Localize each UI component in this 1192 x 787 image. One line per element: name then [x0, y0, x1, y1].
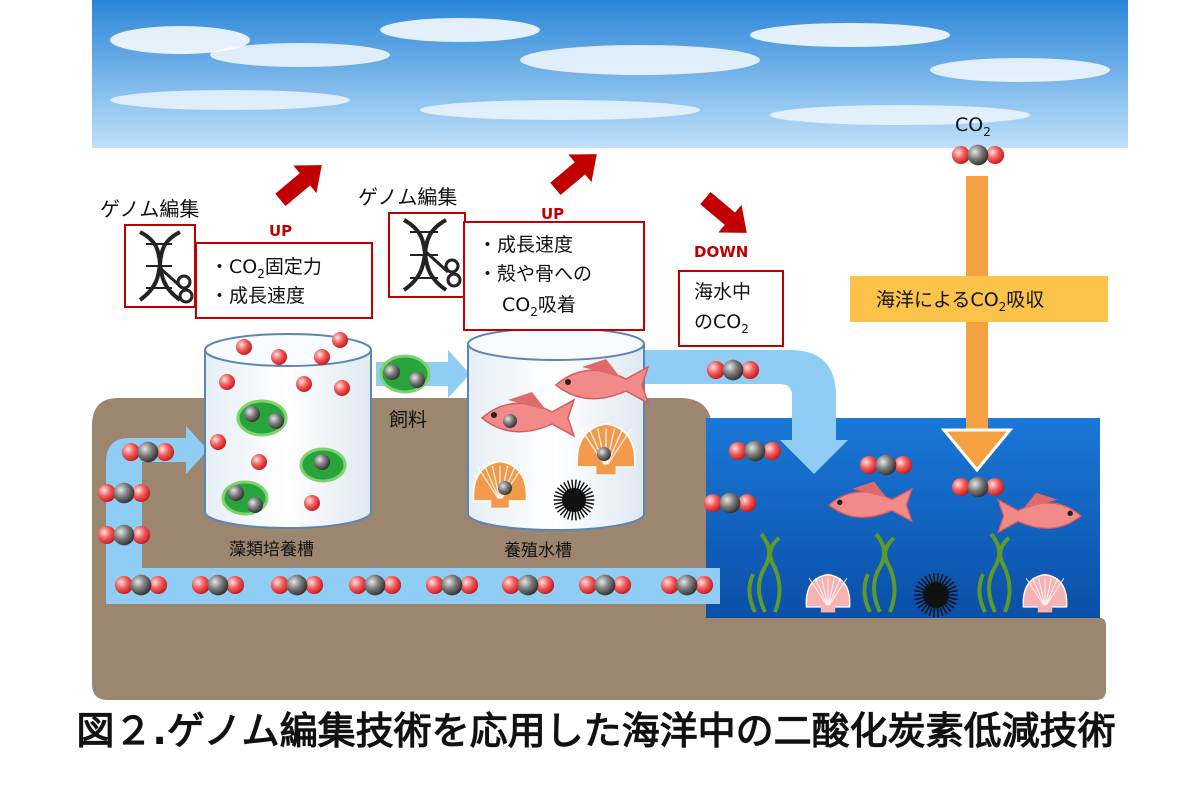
- oxygen-atom-icon: [210, 434, 226, 450]
- up-arrow-icon-algae: [275, 165, 322, 206]
- figure-caption: 図２.ゲノム編集技術を応用した海洋中の二酸化炭素低減技術: [76, 709, 1116, 753]
- co2-molecule-icon: [191, 574, 245, 596]
- scallop-icon: [805, 573, 851, 613]
- aquaculture-genome-label: ゲノム編集: [358, 185, 457, 209]
- sea-bream-icon: [480, 392, 576, 438]
- carbon-atom-icon: [409, 372, 425, 388]
- carbon-atom-icon: [268, 413, 284, 429]
- scallop-icon: [472, 460, 528, 508]
- seawater-line-1: 海水中: [694, 281, 751, 303]
- seaweed-icon: [862, 532, 897, 613]
- marine-life: [472, 359, 1083, 618]
- seawater-co2-box: [678, 270, 784, 347]
- aquaculture-benefit-3: CO2吸着: [502, 294, 576, 319]
- seawater-line-2: のCO2: [694, 311, 749, 336]
- aquaculture-benefit-2: ・殻や骨への: [478, 263, 592, 285]
- carbon-atom-icon: [597, 447, 611, 461]
- algae-benefit-1: ・CO2固定力: [210, 256, 322, 281]
- down-arrow-icon-seawater: [700, 192, 747, 233]
- seaweed-icon: [747, 532, 782, 613]
- co2-molecule-icon: [728, 440, 782, 462]
- oxygen-atom-icon: [332, 332, 348, 348]
- co2-molecule-icon: [578, 574, 632, 596]
- carbon-atom-icon: [228, 485, 244, 501]
- co2-molecule-icon: [425, 574, 479, 596]
- co2-molecule-icon: [706, 359, 760, 381]
- seaweed-icon: [977, 532, 1012, 613]
- algae-benefit-box: [195, 242, 373, 319]
- oxygen-atom-icon: [251, 454, 267, 470]
- algae-up-label: UP: [269, 222, 292, 240]
- co2-molecule-icon: [97, 482, 151, 504]
- aquaculture-tank-label: 養殖水槽: [504, 541, 572, 561]
- co2-molecule-icon: [121, 441, 175, 463]
- oxygen-atom-icon: [304, 495, 320, 511]
- sea-bream-icon: [554, 359, 650, 405]
- carbon-atom-icon: [498, 481, 512, 495]
- up-arrow-icon-aquaculture: [550, 154, 597, 195]
- co2-molecule-icon: [114, 574, 168, 596]
- aquaculture-benefit-box: [463, 221, 645, 331]
- sea-urchin-icon: [553, 479, 595, 521]
- aquaculture-up-label: UP: [541, 205, 564, 223]
- scallop-icon: [576, 422, 636, 475]
- oxygen-atom-icon: [271, 349, 287, 365]
- carbon-atom-icon: [247, 497, 263, 513]
- ocean-absorption-label: 海洋によるCO2吸収: [876, 289, 1044, 314]
- carbon-atom-icon: [314, 454, 330, 470]
- aquaculture-benefit-1: ・成長速度: [478, 234, 573, 256]
- co2-molecule-icon: [859, 454, 913, 476]
- ocean-absorption-label-box: [850, 276, 1108, 322]
- carbon-atom-icon: [384, 364, 400, 380]
- algae-benefit-2: ・成長速度: [210, 285, 305, 307]
- co2-molecule-icon: [501, 574, 555, 596]
- algae-tank: [204, 333, 372, 529]
- co2-molecule-icon: [348, 574, 402, 596]
- feed-label: 飼料: [389, 409, 427, 431]
- sea-bream-icon: [997, 492, 1083, 534]
- co2-molecule-icon: [951, 144, 1005, 166]
- algae-genome-label: ゲノム編集: [100, 197, 199, 221]
- oxygen-atom-icon: [296, 376, 312, 392]
- sky-background: [92, 0, 1128, 148]
- co2-molecule-icon: [951, 476, 1005, 498]
- scallop-icon: [1022, 573, 1068, 613]
- co2-molecule-icon: [660, 574, 714, 596]
- oxygen-atom-icon: [219, 374, 235, 390]
- ocean-co2-label: CO2: [955, 114, 991, 139]
- carbon-atom-icon: [503, 414, 517, 428]
- seawater-down-label: DOWN: [694, 243, 748, 261]
- oxygen-atom-icon: [236, 339, 252, 355]
- dna-scissors-icon-aquaculture: [388, 212, 466, 298]
- co2-molecule-icon: [270, 574, 324, 596]
- oxygen-atom-icon: [334, 380, 350, 396]
- co2-molecule-icon: [703, 492, 757, 514]
- co2-molecules: [97, 144, 1005, 596]
- carbon-atom-icon: [244, 406, 260, 422]
- sea-bream-icon: [827, 481, 913, 523]
- co2-molecule-icon: [97, 524, 151, 546]
- sea-urchin-icon: [913, 572, 959, 618]
- algae-tank-label: 藻類培養槽: [229, 540, 314, 560]
- dna-scissors-icon-algae: [124, 224, 196, 308]
- oxygen-atom-icon: [314, 349, 330, 365]
